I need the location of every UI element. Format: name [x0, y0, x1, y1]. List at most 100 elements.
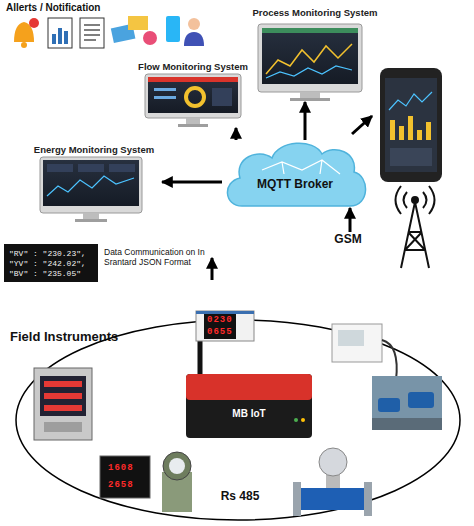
transmitter-window	[169, 458, 185, 474]
phone-icon	[166, 16, 180, 42]
phone-chart	[389, 92, 432, 110]
transmitter-body	[162, 472, 192, 512]
tower-top	[412, 197, 418, 203]
probe-cable	[382, 340, 397, 380]
flow-arrow	[235, 128, 238, 140]
monitor-stand	[186, 118, 200, 125]
badge-icon	[29, 18, 39, 28]
cloud-shape	[227, 143, 365, 206]
screen-chart	[266, 66, 352, 78]
energy-monitor	[40, 157, 142, 222]
person-icon	[188, 18, 200, 30]
monitor-frame	[40, 157, 142, 213]
node-text: "BV" : "235.05"	[9, 269, 99, 278]
person-icon	[184, 32, 204, 46]
monitor-base	[75, 219, 107, 222]
monitor-frame	[258, 24, 362, 92]
gsm-box: GSM	[330, 232, 366, 250]
pump-photo	[372, 376, 442, 430]
pipe-flange	[293, 482, 301, 516]
meter-digits	[44, 405, 82, 411]
flow-monitor	[145, 74, 241, 127]
screen-header	[262, 28, 358, 33]
flow-arrow	[304, 102, 307, 140]
screen-row	[154, 96, 176, 99]
node-text: Rs 485	[210, 490, 270, 504]
message-icon	[143, 31, 157, 45]
flow-pipe	[298, 488, 368, 510]
pump-shape	[378, 398, 400, 412]
phone-bar	[417, 130, 422, 140]
screen-panel	[212, 88, 232, 106]
flow-arrow	[349, 208, 352, 232]
node-text: Flow Monitoring System	[130, 62, 256, 73]
monitor-base	[178, 124, 208, 127]
json-box: "RV" : "230.23","YV" : "242.02","BV" : "…	[4, 244, 208, 284]
meter-screen	[40, 376, 86, 416]
flowmeter-neck	[326, 470, 340, 488]
gateway-antenna	[198, 336, 203, 376]
gateway-body	[186, 374, 312, 438]
node-text: "YV" : "242.02",	[9, 259, 99, 268]
node-text: GSM	[330, 233, 366, 247]
ring-ellipse	[16, 320, 460, 520]
mail-icon	[128, 16, 148, 30]
document-icon	[80, 18, 104, 48]
led-reading: 1608	[108, 463, 134, 473]
monitor-base	[290, 98, 330, 101]
node-text: "RV" : "230.23",	[9, 249, 99, 258]
screen-panel	[47, 164, 73, 172]
display-strip	[196, 311, 254, 314]
iot-gateway	[186, 336, 312, 438]
broker-cloud: MQTT Broker	[222, 140, 368, 208]
monitor-stand	[300, 92, 320, 99]
node-text: Allerts / Notification	[6, 2, 206, 14]
flowmeter-head	[319, 448, 347, 476]
screen-panel	[109, 164, 135, 172]
report-icon	[48, 18, 72, 48]
mobile-phone	[380, 68, 442, 182]
pump-floor	[372, 418, 442, 430]
document-lines	[84, 25, 100, 40]
meter-digits	[44, 381, 82, 387]
monitor-screen	[262, 28, 358, 84]
phone-panel	[390, 148, 432, 166]
field-ring: Field InstrumentsRs 485MB IoT	[14, 318, 462, 522]
node-text: Data Communication on In Srantard JSON F…	[104, 247, 206, 267]
gateway-box: MB IoT	[186, 374, 312, 438]
signal-waves	[396, 186, 435, 214]
pipe-flange	[364, 482, 372, 516]
screen-chart	[266, 44, 352, 74]
phone-arrow	[352, 116, 372, 134]
phone-bar	[408, 116, 413, 140]
tower-lattice	[401, 202, 429, 268]
display-device	[196, 311, 254, 341]
process-monitor	[258, 24, 362, 101]
meter-keys	[44, 422, 82, 432]
monitor-box: Flow Monitoring System	[130, 60, 256, 128]
flow-arrow	[162, 181, 222, 184]
monitor-box: Energy Monitoring System	[26, 143, 162, 223]
transmitter-head	[163, 452, 191, 480]
probe	[393, 378, 399, 396]
panel-meter	[100, 456, 150, 498]
screen-gauge	[186, 88, 204, 106]
report-bar	[52, 34, 56, 44]
node-text: MB IoT	[186, 408, 312, 420]
gsm-tower	[396, 186, 435, 268]
phone-screen	[385, 78, 437, 172]
led-reading: 0230	[207, 315, 233, 325]
meter-digits	[44, 393, 82, 399]
gateway-led	[294, 418, 298, 422]
screen-header	[148, 77, 238, 82]
monitor-box: Process Monitoring System	[240, 6, 390, 102]
phone-body	[380, 68, 442, 182]
screen-row	[154, 88, 176, 91]
cloud-outline	[222, 140, 368, 208]
report-bar	[58, 28, 62, 44]
phone-bar	[390, 120, 395, 140]
report-bar	[64, 31, 68, 44]
phone-bar	[426, 122, 431, 140]
screen-chart	[47, 176, 134, 196]
